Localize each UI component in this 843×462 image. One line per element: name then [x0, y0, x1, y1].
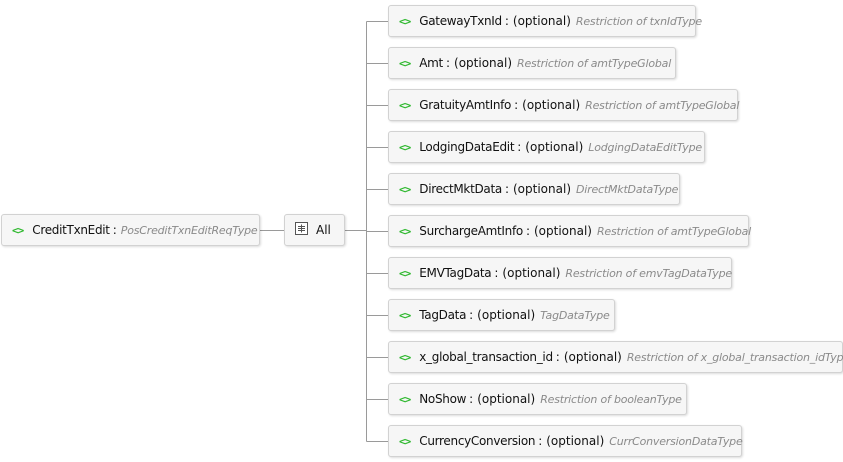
- optional-marker: (optional): [563, 350, 622, 364]
- root-element-node[interactable]: <> CreditTxnEdit : PosCreditTxnEditReqTy…: [1, 214, 260, 246]
- element-icon: <>: [399, 98, 411, 112]
- colon-separator: :: [504, 14, 509, 28]
- element-name: Amt: [419, 56, 443, 70]
- colon-separator: :: [494, 266, 499, 280]
- element-name: TagData: [419, 308, 467, 322]
- element-name: GatewayTxnId: [419, 14, 502, 28]
- optional-marker: (optional): [533, 224, 592, 238]
- optional-marker: (optional): [502, 266, 561, 280]
- element-name: CurrencyConversion: [419, 434, 536, 448]
- element-name: EMVTagData: [419, 266, 492, 280]
- element-icon: <>: [12, 223, 24, 237]
- child-element-node-gratuity-amt-info[interactable]: <> GratuityAmtInfo:(optional) Restriction …: [388, 89, 740, 121]
- child-element-node-tag-data[interactable]: <> TagData:(optional) TagDataType: [388, 299, 615, 331]
- element-type: Restriction of amtTypeGlobal: [596, 224, 752, 238]
- compositor-label: All: [316, 223, 331, 237]
- element-icon: <>: [399, 140, 411, 154]
- optional-marker: (optional): [512, 14, 571, 28]
- colon-separator: :: [514, 98, 519, 112]
- child-element-node-currency-conversion[interactable]: <> CurrencyConversion:(optional) CurrConve…: [388, 425, 743, 457]
- optional-marker: (optional): [546, 434, 605, 448]
- element-type: Restriction of booleanType: [540, 392, 682, 406]
- element-type: Restriction of amtTypeGlobal: [585, 98, 740, 112]
- child-element-node-gateway-txn-id[interactable]: <> GatewayTxnId:(optional) Restriction of …: [388, 5, 702, 37]
- element-icon: <>: [399, 56, 411, 70]
- element-name: LodgingDataEdit: [419, 140, 515, 154]
- optional-marker: (optional): [477, 392, 536, 406]
- colon-separator: :: [445, 56, 451, 70]
- colon-separator: :: [555, 350, 560, 364]
- element-icon: <>: [399, 392, 411, 406]
- element-name: NoShow: [419, 392, 467, 406]
- element-name: CreditTxnEdit: [32, 223, 110, 237]
- optional-marker: (optional): [513, 182, 571, 196]
- child-element-node-amt[interactable]: <> Amt:(optional) Restriction of amtTypeGl…: [388, 47, 676, 79]
- element-type: TagDataType: [540, 308, 610, 322]
- colon-separator: :: [112, 223, 117, 237]
- element-type: Restriction of emvTagDataType: [565, 266, 732, 280]
- child-element-node-direct-mkt-data[interactable]: <> DirectMktData: (optional) DirectMktDataT…: [388, 173, 680, 205]
- child-element-node-emv-tag-data[interactable]: <> EMVTagData:(optional) Restriction of em…: [388, 257, 732, 289]
- element-name: x_global_transaction_id: [419, 350, 553, 364]
- element-icon: <>: [399, 14, 411, 28]
- child-element-node-surcharge-amt-info[interactable]: <> SurchargeAmtInfo:(optional) Restriction…: [388, 215, 752, 247]
- child-element-node-lodging-data-edit[interactable]: <> LodgingDataEdit:(optional) LodgingDataE…: [388, 131, 705, 163]
- element-icon: <>: [399, 308, 411, 322]
- element-type: Restriction of x_global_transaction_idTy…: [626, 350, 843, 364]
- element-type: LodgingDataEditType: [588, 140, 702, 154]
- colon-separator: :: [538, 434, 543, 448]
- element-icon: <>: [399, 266, 411, 280]
- child-element-node-x-global-transaction-id[interactable]: <> x_global_transaction_id:(optional) Rest…: [388, 341, 843, 373]
- all-compositor-icon: [295, 222, 308, 238]
- element-name: DirectMktData: [419, 182, 502, 196]
- element-icon: <>: [399, 182, 411, 196]
- child-element-node-no-show[interactable]: <> NoShow:(optional) Restriction of boolea…: [388, 383, 687, 415]
- element-type: Restriction of txnIdType: [575, 14, 702, 28]
- element-icon: <>: [399, 434, 411, 448]
- optional-marker: (optional): [454, 56, 513, 70]
- optional-marker: (optional): [477, 308, 536, 322]
- element-type: PosCreditTxnEditReqType: [120, 223, 258, 237]
- element-name: GratuityAmtInfo: [419, 98, 512, 112]
- colon-separator: :: [517, 140, 522, 154]
- element-type: DirectMktDataType: [576, 182, 679, 196]
- colon-separator: :: [469, 308, 474, 322]
- element-icon: <>: [399, 224, 411, 238]
- all-compositor-node[interactable]: All: [284, 214, 345, 246]
- element-icon: <>: [399, 350, 411, 364]
- colon-separator: :: [525, 224, 530, 238]
- colon-separator: :: [504, 182, 509, 196]
- optional-marker: (optional): [525, 140, 584, 154]
- element-name: SurchargeAmtInfo: [419, 224, 523, 238]
- element-type: CurrConversionDataType: [609, 434, 743, 448]
- colon-separator: :: [469, 392, 474, 406]
- optional-marker: (optional): [522, 98, 581, 112]
- element-type: Restriction of amtTypeGlobal: [517, 56, 672, 70]
